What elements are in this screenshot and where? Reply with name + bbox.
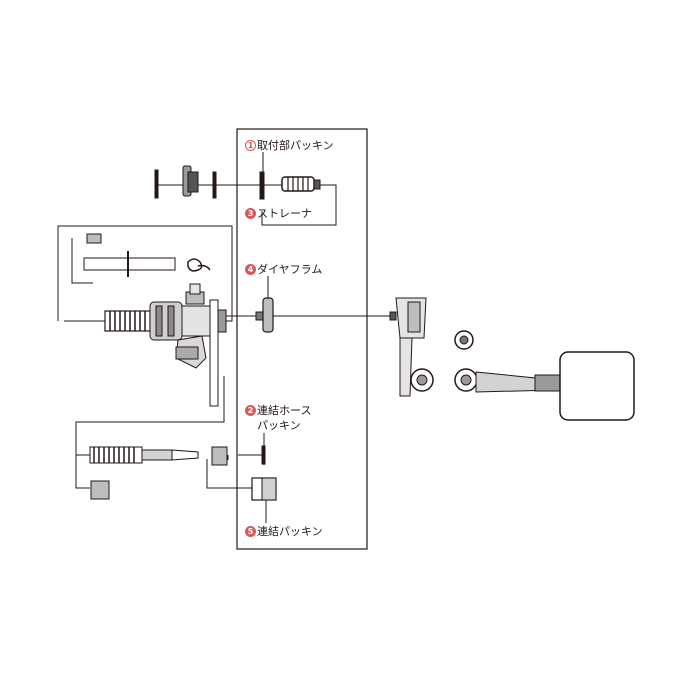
connecting-packing-part [251,477,277,501]
label-hose-packing: 2 連結ホース [245,405,311,416]
part-number-badge: 5 [245,526,256,537]
part-name: 連結ホース [257,404,312,417]
part-number-badge: 2 [245,405,256,416]
cap-part [90,480,110,500]
connecting-hose-parts [89,445,277,501]
label-strainer: 3 ストレーナ [245,208,312,219]
ball-tap-valve [104,283,227,407]
strainer-part [281,176,321,192]
parts-box [236,128,368,550]
float-part [559,351,635,421]
label-diaphragm: 4 ダイヤフラム [245,264,322,275]
float-arm-assembly [389,297,635,421]
label-connecting-packing: 5 連結パッキン [245,526,323,537]
mounting-parts-row [154,165,321,200]
diaphragm-part [255,297,274,333]
part-number-badge: 3 [245,208,256,219]
part-name: ダイヤフラム [257,263,323,276]
small-parts-upper-left [83,233,211,277]
part-name: ストレーナ [257,207,312,220]
part-name: 連結パッキン [257,525,323,538]
part-name: 取付部パッキン [257,139,334,152]
part-number-badge: 1 [245,140,256,151]
mounting-packing-part [259,171,265,200]
leader-lines [57,152,390,523]
hose-packing-part [261,445,266,465]
part-number-badge: 4 [245,264,256,275]
label-hose-packing-line2: パッキン [257,419,301,432]
label-mounting-packing: 1 取付部パッキン [245,140,334,151]
